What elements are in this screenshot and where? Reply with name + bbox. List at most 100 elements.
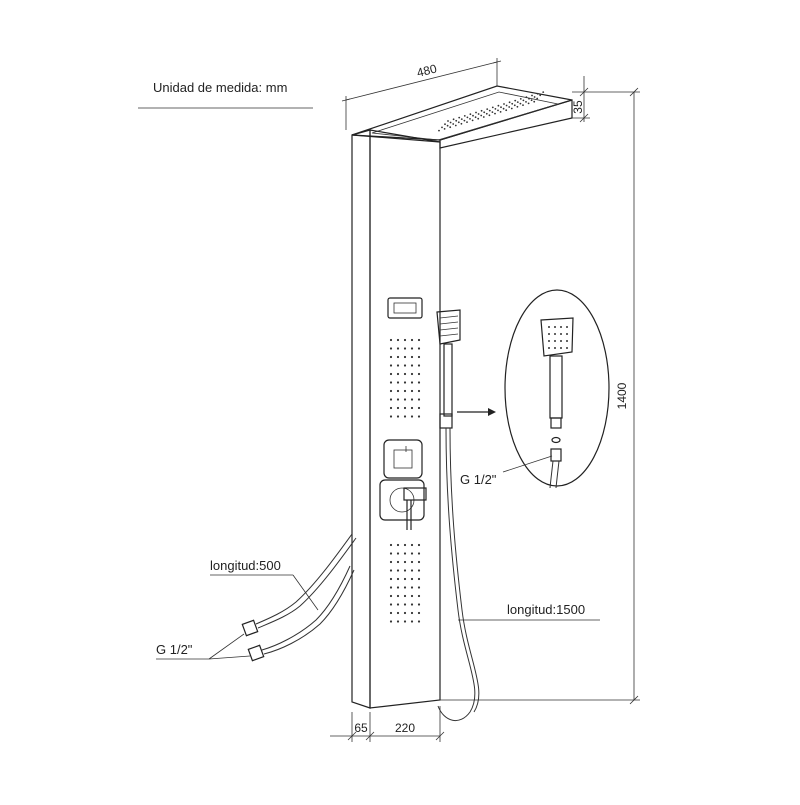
nozzle-dot (417, 364, 421, 367)
nozzle-dot (396, 594, 400, 598)
nozzle-dot (389, 586, 393, 589)
nozzle-dot (396, 620, 400, 623)
nozzle-dot (455, 119, 458, 122)
nozzle-dot (396, 389, 400, 393)
dimension-head-thickness: 35 (571, 76, 640, 123)
nozzle-dot (463, 115, 466, 117)
nozzle-dot (505, 109, 508, 112)
nozzle-dot (396, 611, 400, 615)
nozzle-dot (469, 113, 472, 116)
nozzle-dot (511, 102, 514, 105)
nozzle-dot (410, 543, 414, 547)
nozzle-dot (389, 560, 393, 564)
inlet-thread-label: G 1/2" (156, 642, 193, 657)
nozzle-dot (417, 552, 421, 555)
nozzle-dot (417, 611, 421, 615)
nozzle-dot (525, 96, 528, 99)
hand-shower (436, 309, 461, 429)
body-jets-upper (389, 338, 421, 418)
nozzle-dot (488, 114, 491, 117)
inlet-hose-length-label: longitud:500 (210, 558, 281, 573)
nozzle-dot (548, 347, 550, 349)
nozzle-dot (480, 114, 483, 117)
nozzle-dot (396, 586, 400, 589)
nozzle-dot (410, 338, 414, 342)
nozzle-dot (389, 389, 393, 393)
nozzle-dot (417, 415, 421, 418)
nozzle-dot (417, 381, 421, 384)
nozzle-dot (417, 347, 421, 350)
dimension-height-label: 1400 (615, 382, 629, 409)
nozzle-dot (527, 102, 530, 105)
nozzle-dot (417, 603, 421, 606)
nozzle-dot (454, 124, 457, 127)
nozzle-dot (466, 116, 469, 119)
temperature-display (387, 297, 423, 319)
nozzle-dot (403, 603, 407, 606)
nozzle-dot (403, 552, 407, 555)
nozzle-dot (494, 112, 496, 115)
nozzle-dot (447, 120, 449, 122)
rain-shower-head (351, 85, 573, 149)
dimension-thickness-label: 35 (571, 100, 585, 114)
nozzle-dot (403, 415, 407, 418)
detail-nozzles (548, 326, 568, 349)
nozzle-dot (477, 117, 480, 120)
nozzle-dot (554, 347, 556, 349)
nozzle-dot (410, 577, 414, 581)
nozzle-dot (560, 340, 562, 342)
dimension-width-label: 480 (415, 61, 438, 80)
nozzle-dot (396, 406, 400, 410)
nozzle-dot (403, 389, 407, 393)
nozzle-dot (554, 326, 556, 328)
diverter-knob (383, 439, 423, 479)
nozzle-dot (410, 372, 414, 376)
nozzle-dot (396, 415, 400, 418)
nozzle-dot (566, 347, 568, 349)
dimension-depth-label: 65 (354, 721, 368, 735)
nozzle-dot (497, 104, 500, 107)
nozzle-dot (403, 560, 407, 564)
nozzle-dot (396, 577, 400, 581)
nozzle-dot (460, 122, 463, 125)
nozzle-dot (566, 333, 568, 335)
nozzle-dot (452, 123, 455, 125)
nozzle-dot (389, 569, 393, 572)
nozzle-dot (417, 398, 421, 401)
nozzle-dot (403, 543, 407, 547)
nozzle-dot (417, 406, 421, 410)
nozzle-dot (482, 116, 485, 118)
nozzle-dot (469, 118, 471, 120)
nozzle-dot (530, 99, 533, 102)
nozzle-dot (533, 96, 536, 98)
nozzle-dot (417, 338, 421, 342)
nozzle-dot (389, 347, 393, 350)
nozzle-dot (410, 569, 414, 572)
nozzle-dot (389, 398, 393, 401)
nozzle-dot (554, 340, 556, 342)
nozzle-dot (548, 333, 550, 335)
nozzle-dot (508, 101, 511, 104)
nozzle-dot (438, 129, 440, 132)
nozzle-dot (566, 326, 568, 328)
nozzle-dot (505, 104, 508, 107)
nozzle-dot (536, 97, 539, 100)
nozzle-dot (389, 543, 393, 547)
nozzle-dot (396, 552, 400, 555)
nozzle-dot (417, 355, 421, 359)
nozzle-dot (410, 560, 414, 564)
nozzle-dot (403, 347, 407, 350)
nozzle-dot (488, 109, 491, 112)
nozzle-dot (519, 98, 522, 100)
shower-column (351, 129, 441, 709)
shower-hose (437, 427, 476, 721)
nozzle-dot (403, 381, 407, 384)
nozzle-dot (475, 111, 477, 114)
rain-head-nozzles (438, 91, 545, 132)
nozzle-dot (389, 364, 393, 367)
handshower-thread-label: G 1/2" (460, 472, 497, 487)
nozzle-dot (485, 112, 488, 115)
nozzle-dot (410, 389, 414, 393)
nozzle-dot (499, 111, 502, 113)
nozzle-dot (444, 123, 446, 126)
